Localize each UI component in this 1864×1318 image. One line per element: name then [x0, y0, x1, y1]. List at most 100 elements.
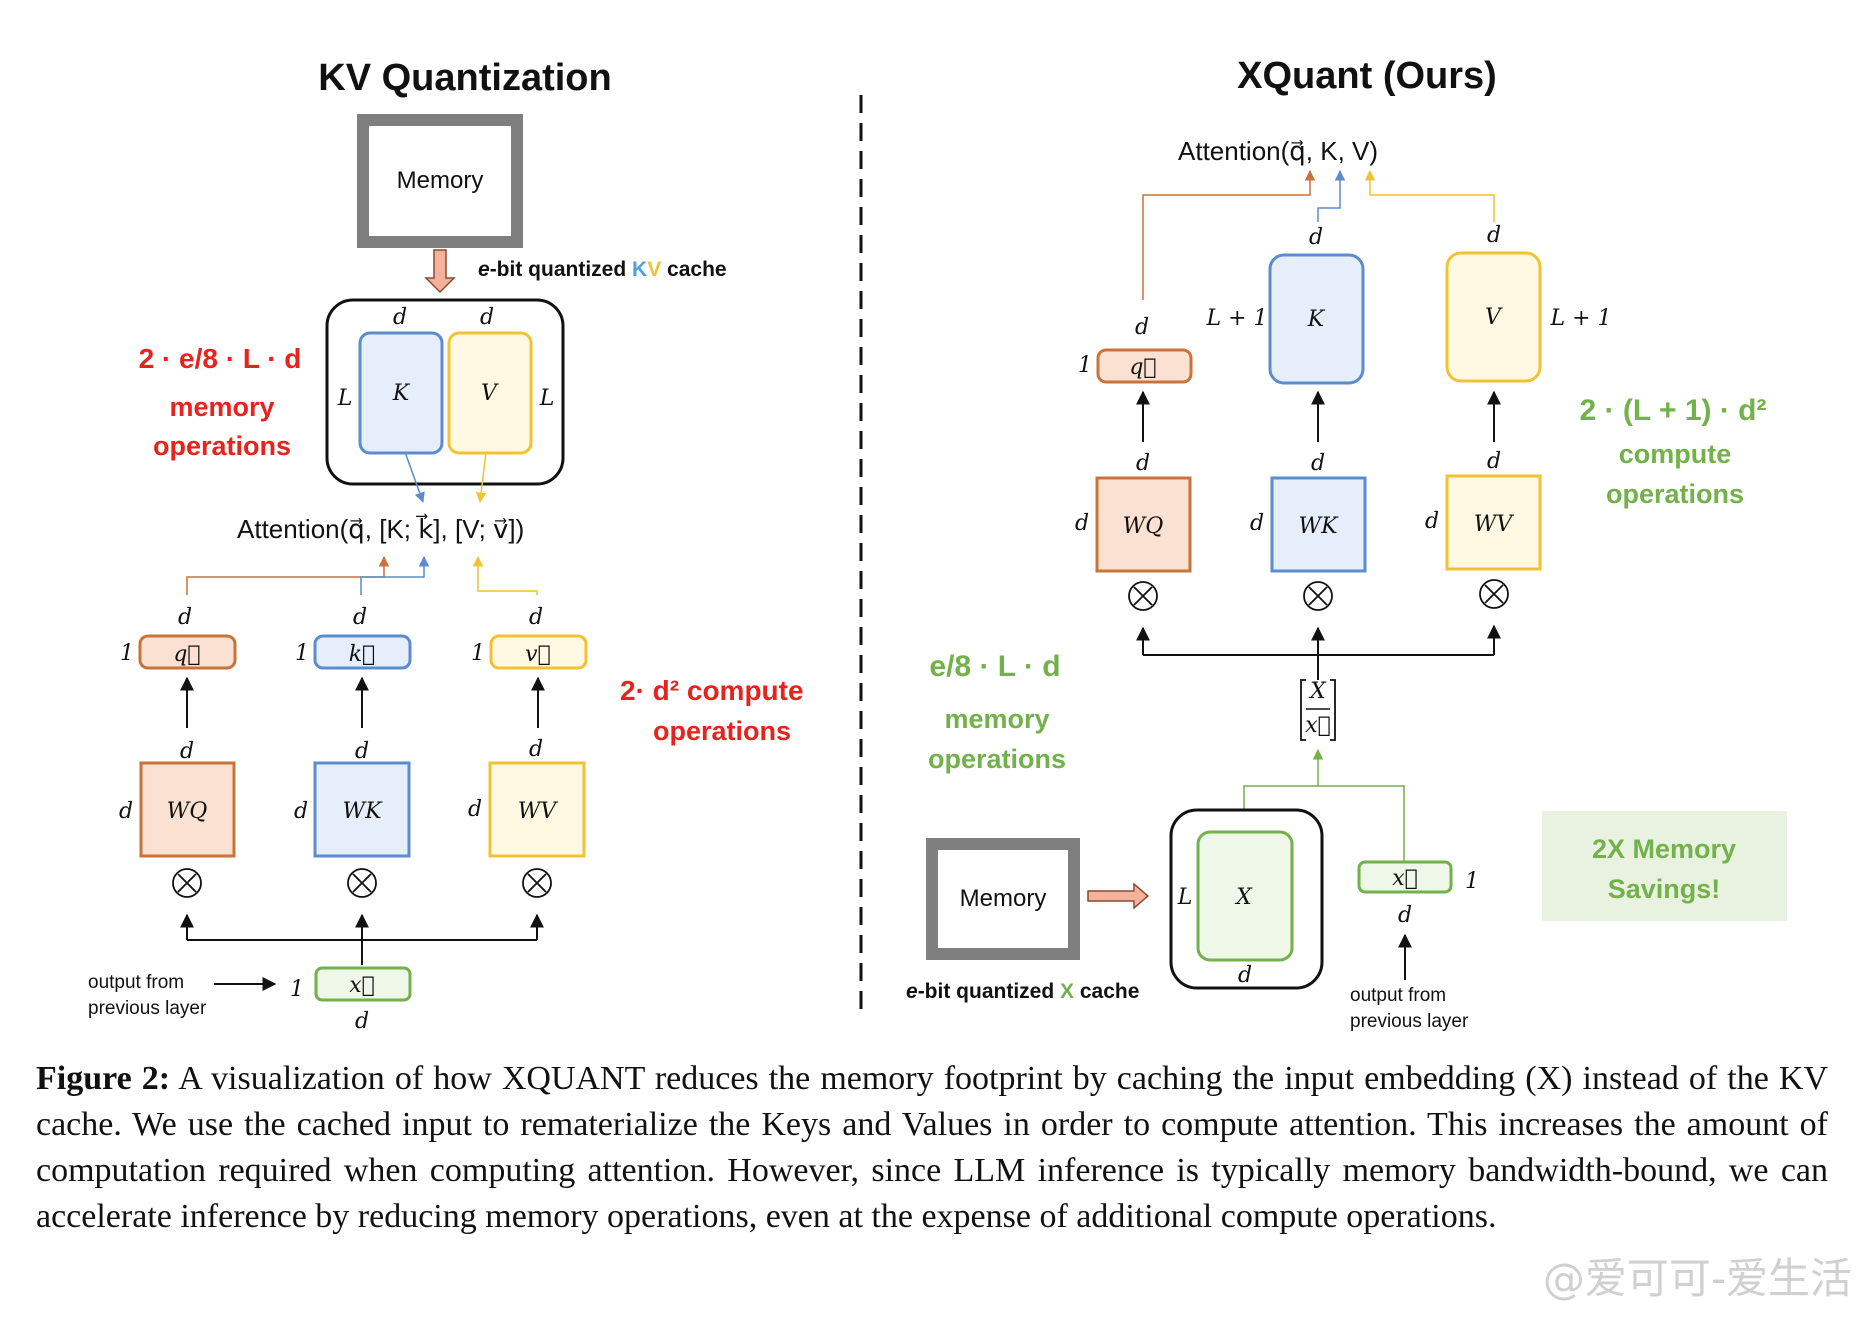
right-memops-line1: memory [944, 704, 1049, 734]
left-k-dim-d: d [393, 305, 407, 330]
left-k-dim-d2: d [353, 605, 367, 630]
left-wq-dim-side: d [119, 799, 133, 824]
left-compute-formula: 2· d² compute [620, 675, 804, 706]
right-title: XQuant (Ours) [1237, 55, 1497, 97]
left-v-dim-d2: d [529, 605, 543, 630]
right-savings-line2: Savings! [1608, 874, 1721, 904]
left-wq-label: WQ [167, 799, 208, 824]
right-multiply-icons [1128, 579, 1509, 611]
left-x-vector-label: x⃗ [349, 973, 375, 998]
left-k-vector-label: k⃗ [349, 642, 376, 667]
right-k-label: K [1307, 307, 1326, 332]
watermark: @爱可可-爱生活 [1542, 1254, 1852, 1303]
left-k-cache [358, 331, 444, 455]
left-wk-label: WK [342, 799, 383, 824]
right-wq-dim-top: d [1136, 451, 1150, 476]
left-wv-dim-side: d [468, 797, 482, 822]
right-v-to-attention-line [1364, 169, 1495, 222]
right-v-matrix [1445, 251, 1542, 383]
left-wq-matrix [139, 761, 236, 858]
right-attention-label: Attention(q⃗, K, V) [1178, 136, 1378, 166]
left-v-to-attention-arrow [475, 451, 487, 504]
right-wk-dim-side: d [1250, 511, 1264, 536]
right-q-vector [1096, 348, 1193, 384]
left-v-to-attention-line [472, 555, 538, 595]
right-stack-x-vec: x⃗ [1305, 713, 1331, 738]
caption-label: Figure 2: [36, 1060, 171, 1097]
right-wv-matrix [1445, 474, 1542, 571]
left-q-dim-d: d [178, 605, 192, 630]
right-q-vector-label: q⃗ [1129, 355, 1156, 380]
right-output-from-line2: previous layer [1350, 1011, 1469, 1032]
figure-caption: Figure 2: A visualization of how XQUANT … [36, 1056, 1828, 1240]
right-q-to-attention-line [1142, 169, 1316, 300]
right-stack-left-bracket [1300, 679, 1306, 741]
right-output-from-line1: output from [1350, 985, 1446, 1006]
left-wv-label: WV [518, 799, 559, 824]
right-q-dim-d: d [1135, 315, 1149, 340]
right-x-cache-dim-d: d [1238, 963, 1252, 988]
left-v-dim-d: d [480, 305, 494, 330]
left-k-label: K [392, 381, 411, 406]
right-x-dim-d: d [1398, 903, 1412, 928]
right-wq-label: WQ [1123, 514, 1164, 539]
left-memory-label: Memory [397, 167, 484, 194]
left-multiply-icons [172, 868, 552, 898]
right-memory-box [926, 838, 1080, 960]
left-v-dim-1: 1 [471, 641, 485, 666]
left-k-vector [313, 634, 412, 670]
right-x-cache-dim-l: L [1177, 885, 1193, 910]
left-v-cache [447, 331, 533, 455]
left-q-dim-1: 1 [120, 641, 134, 666]
right-wk-label: WK [1298, 514, 1339, 539]
left-x-dim-1: 1 [290, 977, 304, 1002]
left-memops-line2: operations [153, 431, 291, 461]
right-v-dim-d: d [1487, 223, 1501, 248]
left-k-to-attention-line [360, 555, 430, 595]
left-wk-matrix [313, 761, 411, 858]
right-q-dim-1: 1 [1078, 353, 1092, 378]
caption-text: A visualization of how XQUANT reduces th… [36, 1060, 1829, 1235]
right-x-vector [1357, 860, 1453, 894]
left-x-vector [314, 966, 412, 1002]
right-k-dim-l: L + 1 [1205, 306, 1267, 331]
right-savings-box [1542, 811, 1787, 921]
left-v-vector [489, 634, 588, 670]
right-x-vector-label: x⃗ [1392, 866, 1418, 891]
left-wk-dim-side: d [294, 799, 308, 824]
right-wv-dim-top: d [1487, 449, 1501, 474]
right-stack-x-cap: X [1308, 679, 1327, 704]
left-x-dim-d: d [355, 1009, 369, 1034]
left-memory-arrow [424, 249, 456, 294]
left-cache-label: e-bit quantized KV cache [478, 258, 727, 281]
left-title: KV Quantization [318, 57, 611, 99]
right-stack-right-bracket [1330, 679, 1336, 741]
right-x-vector-to-stack-line [1318, 785, 1405, 872]
left-v-dim-l: L [539, 386, 555, 411]
right-cache-label: e-bit quantized X cache [906, 980, 1139, 1003]
right-compute-line1: compute [1619, 439, 1732, 469]
left-wv-matrix [488, 761, 586, 858]
right-wv-dim-side: d [1425, 509, 1439, 534]
right-v-dim-l: L + 1 [1549, 306, 1611, 331]
left-memory-box [357, 114, 523, 248]
right-compute-line2: operations [1606, 479, 1744, 509]
right-k-dim-d: d [1309, 225, 1323, 250]
left-output-from-line2: previous layer [88, 998, 207, 1019]
right-k-to-attention-line [1317, 169, 1346, 222]
left-v-vector-label: v⃗ [525, 642, 551, 667]
right-memops-formula: e/8 · L · d [929, 650, 1060, 683]
left-memops-formula: 2 · e/8 · L · d [139, 343, 302, 374]
left-v-label: V [481, 381, 499, 406]
right-memory-label: Memory [960, 885, 1047, 912]
left-q-to-attention-line [186, 555, 390, 595]
left-compute-line2: operations [653, 716, 791, 746]
left-wq-dim-top: d [180, 739, 194, 764]
right-v-label: V [1485, 305, 1503, 330]
left-k-dim-1: 1 [295, 641, 309, 666]
right-k-matrix [1268, 253, 1365, 385]
right-memory-arrow [1087, 882, 1150, 910]
right-wk-matrix [1270, 476, 1367, 573]
right-wq-dim-side: d [1075, 511, 1089, 536]
